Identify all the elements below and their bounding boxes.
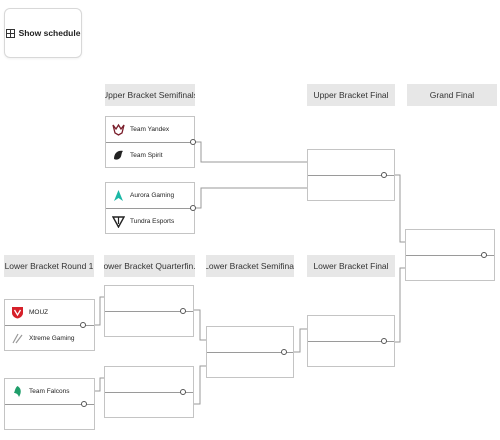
- team-name: Xtreme Gaming: [29, 335, 75, 342]
- team-name: Team Spirit: [130, 152, 163, 159]
- match-status-icon: [190, 205, 196, 211]
- team-slot-empty[interactable]: [105, 286, 193, 312]
- team-name: Aurora Gaming: [130, 192, 175, 199]
- team-xtreme-logo: [10, 332, 24, 346]
- team-slot[interactable]: Aurora Gaming: [106, 183, 194, 209]
- match-status-icon: [180, 308, 186, 314]
- match-status-icon: [281, 349, 287, 355]
- team-name: Team Falcons: [29, 388, 70, 395]
- team-slot[interactable]: Xtreme Gaming: [5, 326, 94, 351]
- team-slot-empty[interactable]: [105, 367, 193, 393]
- match-lower-semifinal[interactable]: [206, 326, 294, 378]
- header-upper-final: Upper Bracket Final: [307, 84, 395, 106]
- match-grand-final[interactable]: [405, 229, 495, 281]
- team-slot[interactable]: MOUZ: [5, 300, 94, 326]
- team-slot-empty[interactable]: [406, 230, 494, 256]
- team-slot[interactable]: Tundra Esports: [106, 209, 194, 234]
- header-lower-semifinal: Lower Bracket Semifinal: [206, 255, 294, 277]
- team-slot-empty[interactable]: [308, 150, 394, 176]
- team-slot[interactable]: Team Yandex: [106, 117, 194, 143]
- match-upper-semi-1[interactable]: Team Yandex Team Spirit: [105, 116, 195, 168]
- team-name: Tundra Esports: [130, 218, 175, 225]
- match-status-icon: [81, 401, 87, 407]
- team-mouz-logo: [10, 306, 24, 320]
- header-grand-final: Grand Final: [407, 84, 497, 106]
- show-schedule-button[interactable]: Show schedule: [4, 8, 82, 58]
- team-tundra-logo: [111, 215, 125, 229]
- match-lower-quarterfinal-2[interactable]: [104, 366, 194, 418]
- match-status-icon: [381, 338, 387, 344]
- team-slot-empty[interactable]: [105, 393, 193, 418]
- show-schedule-label: Show schedule: [18, 28, 81, 38]
- team-slot-empty[interactable]: [207, 327, 293, 353]
- match-lower-final[interactable]: [307, 315, 395, 367]
- match-lower-quarterfinal-1[interactable]: [104, 285, 194, 337]
- team-slot-empty[interactable]: [308, 316, 394, 342]
- header-lower-round-1: Lower Bracket Round 1: [4, 255, 94, 277]
- match-upper-final[interactable]: [307, 149, 395, 201]
- team-slot-empty[interactable]: [406, 256, 494, 281]
- match-status-icon: [481, 252, 487, 258]
- match-status-icon: [381, 172, 387, 178]
- team-slot-empty[interactable]: [5, 405, 94, 430]
- team-yandex-logo: [111, 123, 125, 137]
- header-lower-final: Lower Bracket Final: [307, 255, 395, 277]
- team-name: Team Yandex: [130, 126, 170, 133]
- header-upper-semifinals: Upper Bracket Semifinals: [105, 84, 195, 106]
- header-lower-quarterfinals: Lower Bracket Quarterfin...: [104, 255, 195, 277]
- team-slot[interactable]: Team Falcons: [5, 379, 94, 405]
- team-slot-empty[interactable]: [308, 342, 394, 367]
- team-slot-empty[interactable]: [207, 353, 293, 378]
- match-status-icon: [190, 139, 196, 145]
- grid-icon: [5, 28, 15, 38]
- match-status-icon: [80, 322, 86, 328]
- team-slot-empty[interactable]: [105, 312, 193, 337]
- team-slot-empty[interactable]: [308, 176, 394, 201]
- team-falcons-logo: [10, 385, 24, 399]
- match-upper-semi-2[interactable]: Aurora Gaming Tundra Esports: [105, 182, 195, 234]
- team-aurora-logo: [111, 189, 125, 203]
- match-lower-round-1-2[interactable]: Team Falcons: [4, 378, 95, 430]
- match-lower-round-1-1[interactable]: MOUZ Xtreme Gaming: [4, 299, 95, 351]
- team-spirit-logo: [111, 149, 125, 163]
- team-name: MOUZ: [29, 309, 49, 316]
- match-status-icon: [180, 389, 186, 395]
- team-slot[interactable]: Team Spirit: [106, 143, 194, 168]
